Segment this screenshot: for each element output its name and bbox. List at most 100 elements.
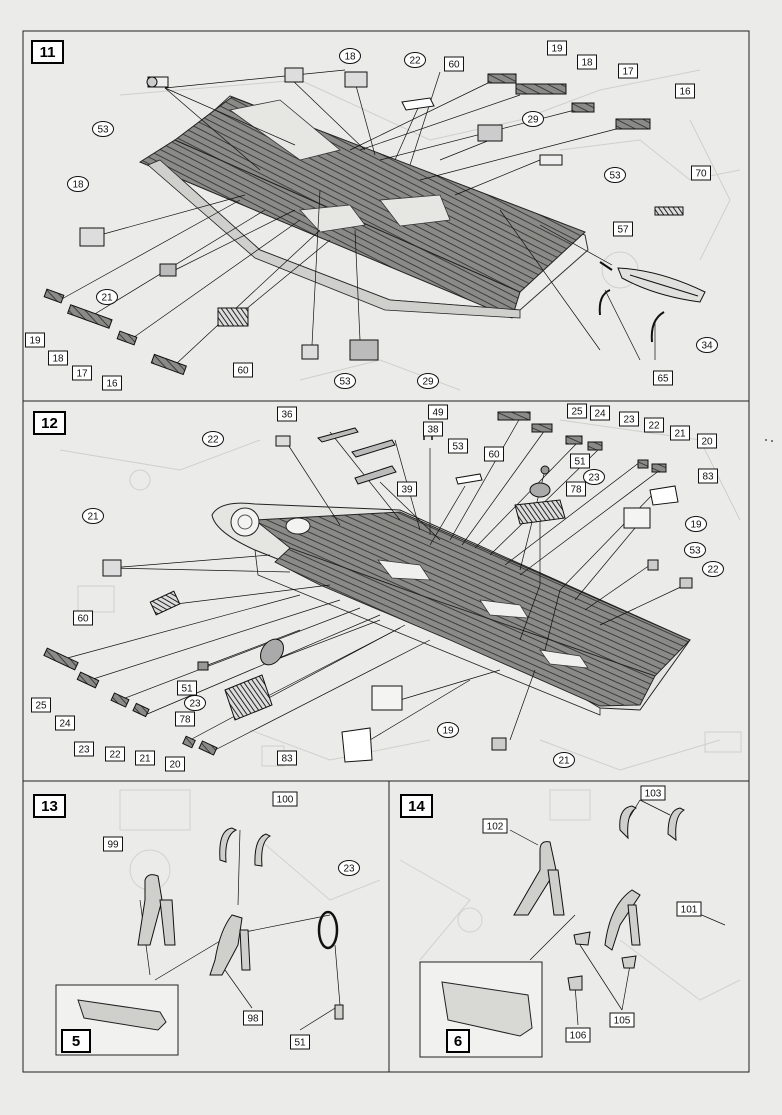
square-part-callout: 83 bbox=[277, 750, 297, 766]
square-part-callout: 24 bbox=[590, 405, 610, 421]
part-number-label: 17 bbox=[76, 369, 88, 380]
part-number-label: 38 bbox=[427, 425, 439, 436]
part-drawings bbox=[43, 411, 693, 763]
square-part-callout: 99 bbox=[103, 836, 123, 852]
part-number-label: 53 bbox=[689, 546, 701, 557]
square-part-callout: 25 bbox=[31, 697, 51, 713]
railing-part-18 bbox=[515, 83, 567, 95]
railing-part-17 bbox=[571, 102, 595, 113]
circle-part-callout: 23 bbox=[338, 860, 360, 876]
circle-part-callout: 21 bbox=[553, 752, 575, 768]
part-number-label: 25 bbox=[571, 407, 583, 418]
panel-part-83b bbox=[341, 727, 373, 763]
part-number-label: 103 bbox=[645, 789, 662, 800]
fitting-part-53 bbox=[146, 76, 169, 88]
step-badge: 12 bbox=[33, 411, 66, 435]
circle-part-callout: 53 bbox=[334, 373, 356, 389]
box-part-19 bbox=[623, 507, 651, 529]
railing-part-22 bbox=[587, 441, 603, 451]
part-number-label: 60 bbox=[77, 614, 89, 625]
inset-number: 6 bbox=[454, 1033, 462, 1050]
circle-part-callout: 53 bbox=[92, 121, 114, 137]
grating-part-78 bbox=[514, 499, 566, 525]
square-part-callout: 16 bbox=[675, 83, 695, 99]
step-badge: 13 bbox=[33, 794, 66, 818]
square-part-callout: 101 bbox=[676, 901, 702, 917]
part-number-label: 22 bbox=[109, 750, 121, 761]
circle-part-callout: 29 bbox=[417, 373, 439, 389]
circle-part-callout: 21 bbox=[82, 508, 104, 524]
square-part-callout: 25 bbox=[567, 403, 587, 419]
part-number-label: 25 bbox=[35, 701, 47, 712]
box-part-19b bbox=[371, 685, 403, 711]
square-part-callout: 60 bbox=[73, 610, 93, 626]
square-part-callout: 20 bbox=[697, 433, 717, 449]
part-number-label: 23 bbox=[343, 864, 355, 875]
step-badge: 14 bbox=[400, 794, 433, 818]
part-number-label: 102 bbox=[487, 822, 504, 833]
davit-part-103a bbox=[619, 805, 638, 840]
part-number-label: 78 bbox=[179, 715, 191, 726]
fitting-part-22b bbox=[679, 577, 693, 589]
square-part-callout: 19 bbox=[547, 40, 567, 56]
davit-leg-102 bbox=[547, 869, 565, 916]
light-part-21b bbox=[491, 737, 507, 751]
leader-lines bbox=[59, 417, 686, 751]
punch-mark bbox=[771, 440, 773, 442]
railing-part-17b bbox=[116, 330, 138, 346]
square-part-callout: 105 bbox=[609, 1012, 635, 1028]
square-part-callout: 60 bbox=[233, 362, 253, 378]
part-number-label: 29 bbox=[527, 115, 539, 126]
part-number-label: 18 bbox=[72, 180, 84, 191]
windlass-part-29 bbox=[477, 124, 503, 142]
part-number-label: 51 bbox=[294, 1038, 306, 1049]
davit-leg-101 bbox=[627, 904, 641, 946]
part-number-label: 21 bbox=[139, 754, 151, 765]
step-number: 11 bbox=[40, 44, 56, 61]
lifeboat-part-34 bbox=[617, 267, 706, 303]
part-number-label: 22 bbox=[409, 56, 421, 67]
part-number-label: 57 bbox=[617, 225, 629, 236]
box-part-18b bbox=[79, 227, 105, 247]
circle-part-callout: 23 bbox=[583, 469, 605, 485]
square-part-callout: 51 bbox=[177, 680, 197, 696]
windlass-part-29b bbox=[349, 339, 379, 361]
lifering-part-23b bbox=[260, 638, 284, 666]
part-number-label: 22 bbox=[707, 565, 719, 576]
part-number-label: 23 bbox=[78, 745, 90, 756]
part-number-label: 101 bbox=[681, 905, 698, 916]
railing-part-18c bbox=[66, 304, 113, 329]
square-part-callout: 98 bbox=[243, 1010, 263, 1026]
panel-step-13: 13 bbox=[33, 789, 381, 1056]
part-number-label: 29 bbox=[422, 377, 434, 388]
panel-step-14: 14 bbox=[399, 789, 741, 1058]
ladder-part-60 bbox=[217, 307, 249, 327]
punch-mark bbox=[765, 439, 767, 441]
panel-part-83 bbox=[649, 485, 679, 506]
part-number-label: 18 bbox=[52, 354, 64, 365]
railing-part-24b bbox=[76, 671, 100, 689]
square-part-callout: 19 bbox=[25, 332, 45, 348]
light-part-21 bbox=[102, 559, 122, 577]
circle-part-callout: 29 bbox=[522, 111, 544, 127]
part-number-label: 34 bbox=[701, 341, 713, 352]
part-number-label: 83 bbox=[281, 754, 293, 765]
square-part-callout: 22 bbox=[644, 417, 664, 433]
fitting-part-51b bbox=[197, 661, 209, 671]
part-number-label: 105 bbox=[614, 1016, 631, 1027]
part-number-label: 21 bbox=[87, 512, 99, 523]
part-number-label: 20 bbox=[169, 760, 181, 771]
square-part-callout: 60 bbox=[444, 56, 464, 72]
part-drawings bbox=[43, 67, 706, 376]
hull-deck-assembly bbox=[211, 502, 691, 716]
part-number-label: 23 bbox=[623, 415, 635, 426]
square-part-callout: 17 bbox=[72, 365, 92, 381]
square-part-callout: 51 bbox=[570, 453, 590, 469]
pin-part-57 bbox=[599, 261, 613, 271]
railing-part-19b bbox=[43, 288, 65, 304]
square-part-callout: 57 bbox=[613, 221, 633, 237]
circle-part-callout: 53 bbox=[684, 542, 706, 558]
square-part-callout: 24 bbox=[55, 715, 75, 731]
